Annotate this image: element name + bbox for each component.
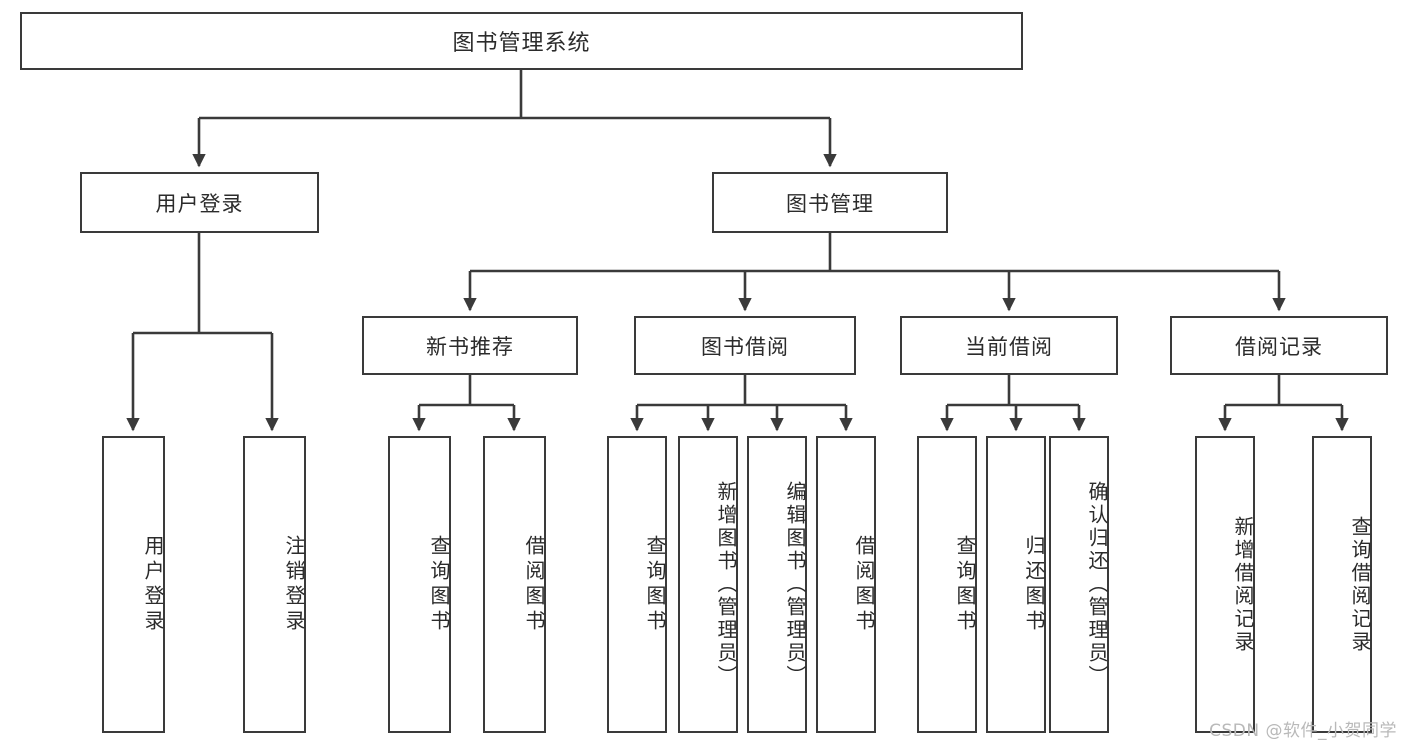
leaf-query-book-recommend[interactable]: 查询图书 [388, 436, 451, 733]
node-book-borrow[interactable]: 图书借阅 [634, 316, 856, 375]
leaf-logout[interactable]: 注销登录 [243, 436, 306, 733]
leaf-add-book-admin[interactable]: 新增图书（管理员） [678, 436, 738, 733]
node-current-borrow[interactable]: 当前借阅 [900, 316, 1118, 375]
leaf-query-book-current[interactable]: 查询图书 [917, 436, 977, 733]
leaf-return-book[interactable]: 归还图书 [986, 436, 1046, 733]
node-borrow-record[interactable]: 借阅记录 [1170, 316, 1388, 375]
leaf-label: 借阅图书 [852, 534, 876, 635]
leaf-label: 注销登录 [282, 534, 306, 635]
leaf-borrow-book-recommend[interactable]: 借阅图书 [483, 436, 546, 733]
leaf-query-borrow-record[interactable]: 查询借阅记录 [1312, 436, 1372, 733]
leaf-query-book-borrow[interactable]: 查询图书 [607, 436, 667, 733]
leaf-add-borrow-record[interactable]: 新增借阅记录 [1195, 436, 1255, 733]
leaf-label: 借阅图书 [522, 534, 546, 635]
leaf-edit-book-admin[interactable]: 编辑图书（管理员） [747, 436, 807, 733]
node-new-book-recommend[interactable]: 新书推荐 [362, 316, 578, 375]
node-book-management[interactable]: 图书管理 [712, 172, 948, 233]
leaf-label: 用户登录 [141, 534, 165, 635]
leaf-label: 新增借阅记录 [1231, 515, 1255, 654]
leaf-user-login[interactable]: 用户登录 [102, 436, 165, 733]
leaf-label: 编辑图书（管理员） [783, 481, 807, 688]
node-user-login[interactable]: 用户登录 [80, 172, 319, 233]
leaf-label: 查询图书 [953, 534, 977, 635]
leaf-borrow-book[interactable]: 借阅图书 [816, 436, 876, 733]
leaf-label: 归还图书 [1022, 534, 1046, 635]
leaf-label: 查询图书 [643, 534, 667, 635]
node-root-system[interactable]: 图书管理系统 [20, 12, 1023, 70]
leaf-label: 查询图书 [427, 534, 451, 635]
leaf-label: 新增图书（管理员） [714, 481, 738, 688]
leaf-label: 确认归还（管理员） [1085, 481, 1109, 688]
leaf-label: 查询借阅记录 [1348, 515, 1372, 654]
leaf-confirm-return-admin[interactable]: 确认归还（管理员） [1049, 436, 1109, 733]
